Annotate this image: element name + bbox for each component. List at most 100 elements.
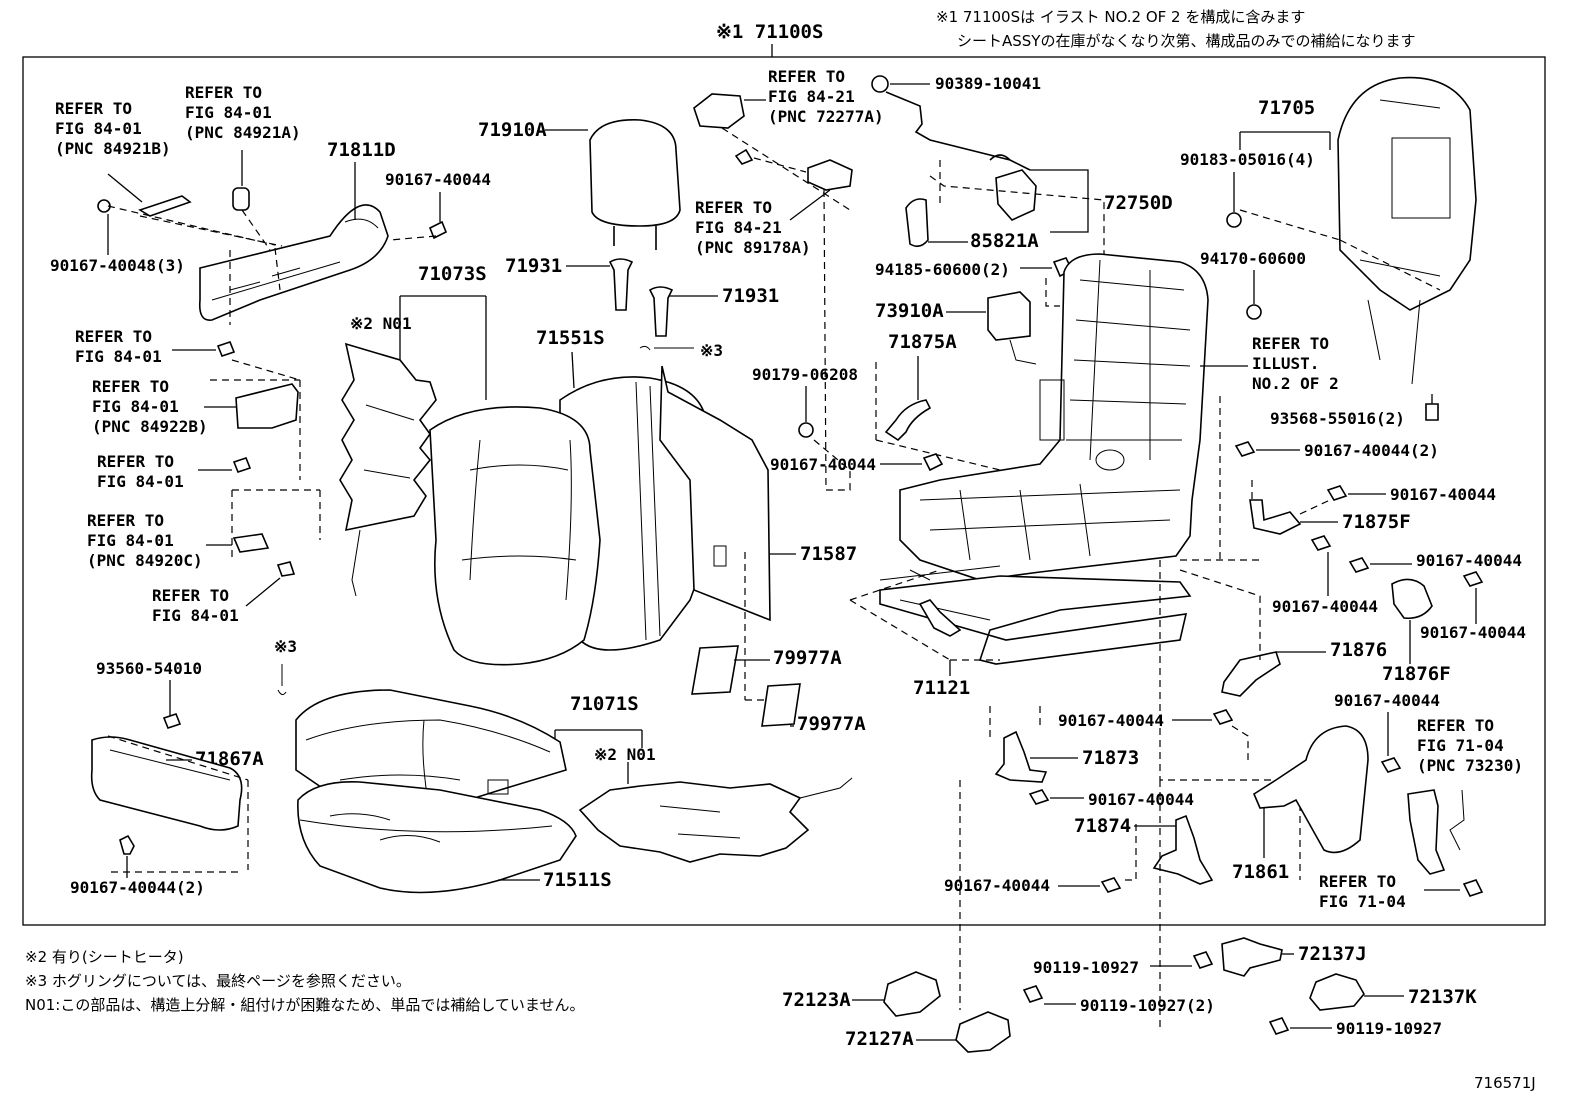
knob-small-icon [232, 187, 250, 211]
screw-icon [1310, 535, 1332, 551]
label-90179-06208: 90179-06208 [752, 365, 858, 384]
label-90167-40048: 90167-40048(3) [50, 256, 185, 275]
bracket-84922b-icon [235, 383, 299, 429]
seatback-board-icon [659, 365, 771, 622]
label-71931-a: 71931 [505, 255, 562, 277]
label-93568-55016: 93568-55016(2) [1270, 409, 1405, 428]
screw-icon [1268, 1017, 1290, 1035]
pad-79977a-icon [691, 645, 739, 695]
label-90183-05016: 90183-05016(4) [1180, 150, 1315, 169]
label-90119-10927-2: 90119-10927(2) [1080, 996, 1215, 1015]
heater-mat-back-icon [339, 342, 437, 532]
seat-cushion-pad-icon [297, 781, 577, 894]
headrest-guide-icon [608, 258, 634, 311]
label-73910a: 73910A [875, 300, 944, 322]
label-71511s: 71511S [543, 869, 612, 891]
screw-icon [232, 457, 252, 473]
rail-bracket-icon [918, 599, 962, 637]
label-90119-10927-a: 90119-10927 [1033, 958, 1139, 977]
label-x3-b: ※3 [274, 637, 297, 656]
switch-85821a-icon [905, 198, 929, 248]
nut-icon [1462, 879, 1484, 897]
label-90167-40044-f: 90167-40044 [1420, 623, 1526, 642]
label-90167-40044-b: 90167-40044 [770, 455, 876, 474]
cover-72137j-icon [1221, 937, 1283, 977]
label-71910a: 71910A [478, 119, 547, 141]
buckle-cover-71861-icon [1252, 725, 1369, 854]
label-71861: 71861 [1232, 861, 1289, 883]
label-71875f: 71875F [1342, 511, 1411, 533]
label-72127a: 72127A [845, 1028, 914, 1050]
label-94185-60600: 94185-60600(2) [875, 260, 1010, 279]
wire-harness-72750d-icon [995, 169, 1037, 221]
label-90167-40044-j: 90167-40044 [944, 876, 1050, 895]
label-71931-b: 71931 [722, 285, 779, 307]
label-n01-b: ※2 N01 [594, 745, 656, 764]
label-79977a-b: 79977A [797, 713, 866, 735]
footer-note-x2: ※2 有り(シートヒータ) [25, 948, 184, 966]
label-71875a: 71875A [888, 331, 957, 353]
switch-knob-icon [138, 195, 192, 217]
screw-icon [1028, 789, 1050, 805]
screw-icon [428, 220, 448, 240]
cover-71876f-icon [1391, 578, 1433, 620]
nut-icon [1246, 304, 1262, 320]
cover-72123a-icon [883, 971, 941, 1017]
cover-72137k-icon [1309, 973, 1365, 1011]
side-cover-71811d-icon [198, 204, 389, 321]
switch-84920c-icon [232, 533, 270, 553]
heater-mat-cushion-icon [578, 781, 810, 863]
bracket-72277a-icon [693, 93, 745, 129]
label-71876f: 71876F [1382, 663, 1451, 685]
screw-icon [922, 453, 944, 472]
label-71705: 71705 [1258, 97, 1315, 119]
label-90389-10041: 90389-10041 [935, 74, 1041, 93]
label-90167-40044-i: 90167-40044 [1088, 790, 1194, 809]
label-94170-60600: 94170-60600 [1200, 249, 1306, 268]
header-note-2: シートASSYの在庫がなくなり次第、構成品のみでの補給になります [957, 32, 1415, 50]
screw-icon [1462, 571, 1484, 587]
label-90119-10927-b: 90119-10927 [1336, 1019, 1442, 1038]
bracket-71874-icon [1152, 814, 1214, 885]
label-72123a: 72123A [782, 989, 851, 1011]
label-90167-40044-2b: 90167-40044(2) [1304, 441, 1439, 460]
seat-rail-icon [879, 575, 1192, 665]
label-71811d: 71811D [327, 139, 396, 161]
nut-icon [798, 422, 814, 438]
label-93560-54010: 93560-54010 [96, 659, 202, 678]
pad-79977a-icon [761, 683, 801, 727]
screw-icon [1212, 709, 1234, 725]
bracket-71876-icon [1221, 651, 1281, 697]
main-part-label: ※1 71100S [716, 21, 823, 43]
label-90167-40044-a: 90167-40044 [385, 170, 491, 189]
bracket-71875a-icon [884, 399, 932, 442]
label-71073s: 71073S [418, 263, 487, 285]
screw-icon [1425, 403, 1439, 421]
diagram-code: 716571J [1474, 1074, 1536, 1092]
headrest-guide-icon [648, 286, 674, 337]
screw-icon [1234, 441, 1256, 457]
screw-icon [1348, 557, 1370, 573]
cover-72127a-icon [955, 1011, 1011, 1053]
label-72750d: 72750D [1104, 192, 1173, 214]
label-90167-40044-g: 90167-40044 [1334, 691, 1440, 710]
bracket-71875f-icon [1249, 499, 1302, 535]
label-71873: 71873 [1082, 747, 1139, 769]
screw-icon [734, 148, 754, 165]
label-90167-40044-d: 90167-40044 [1272, 597, 1378, 616]
seat-frame-icon [899, 253, 1209, 581]
seatback-panel-71705-icon [1337, 76, 1477, 311]
footer-note-x3: ※3 ホグリングについては、最終ページを参照ください。 [25, 972, 411, 990]
nut-icon [871, 75, 889, 93]
